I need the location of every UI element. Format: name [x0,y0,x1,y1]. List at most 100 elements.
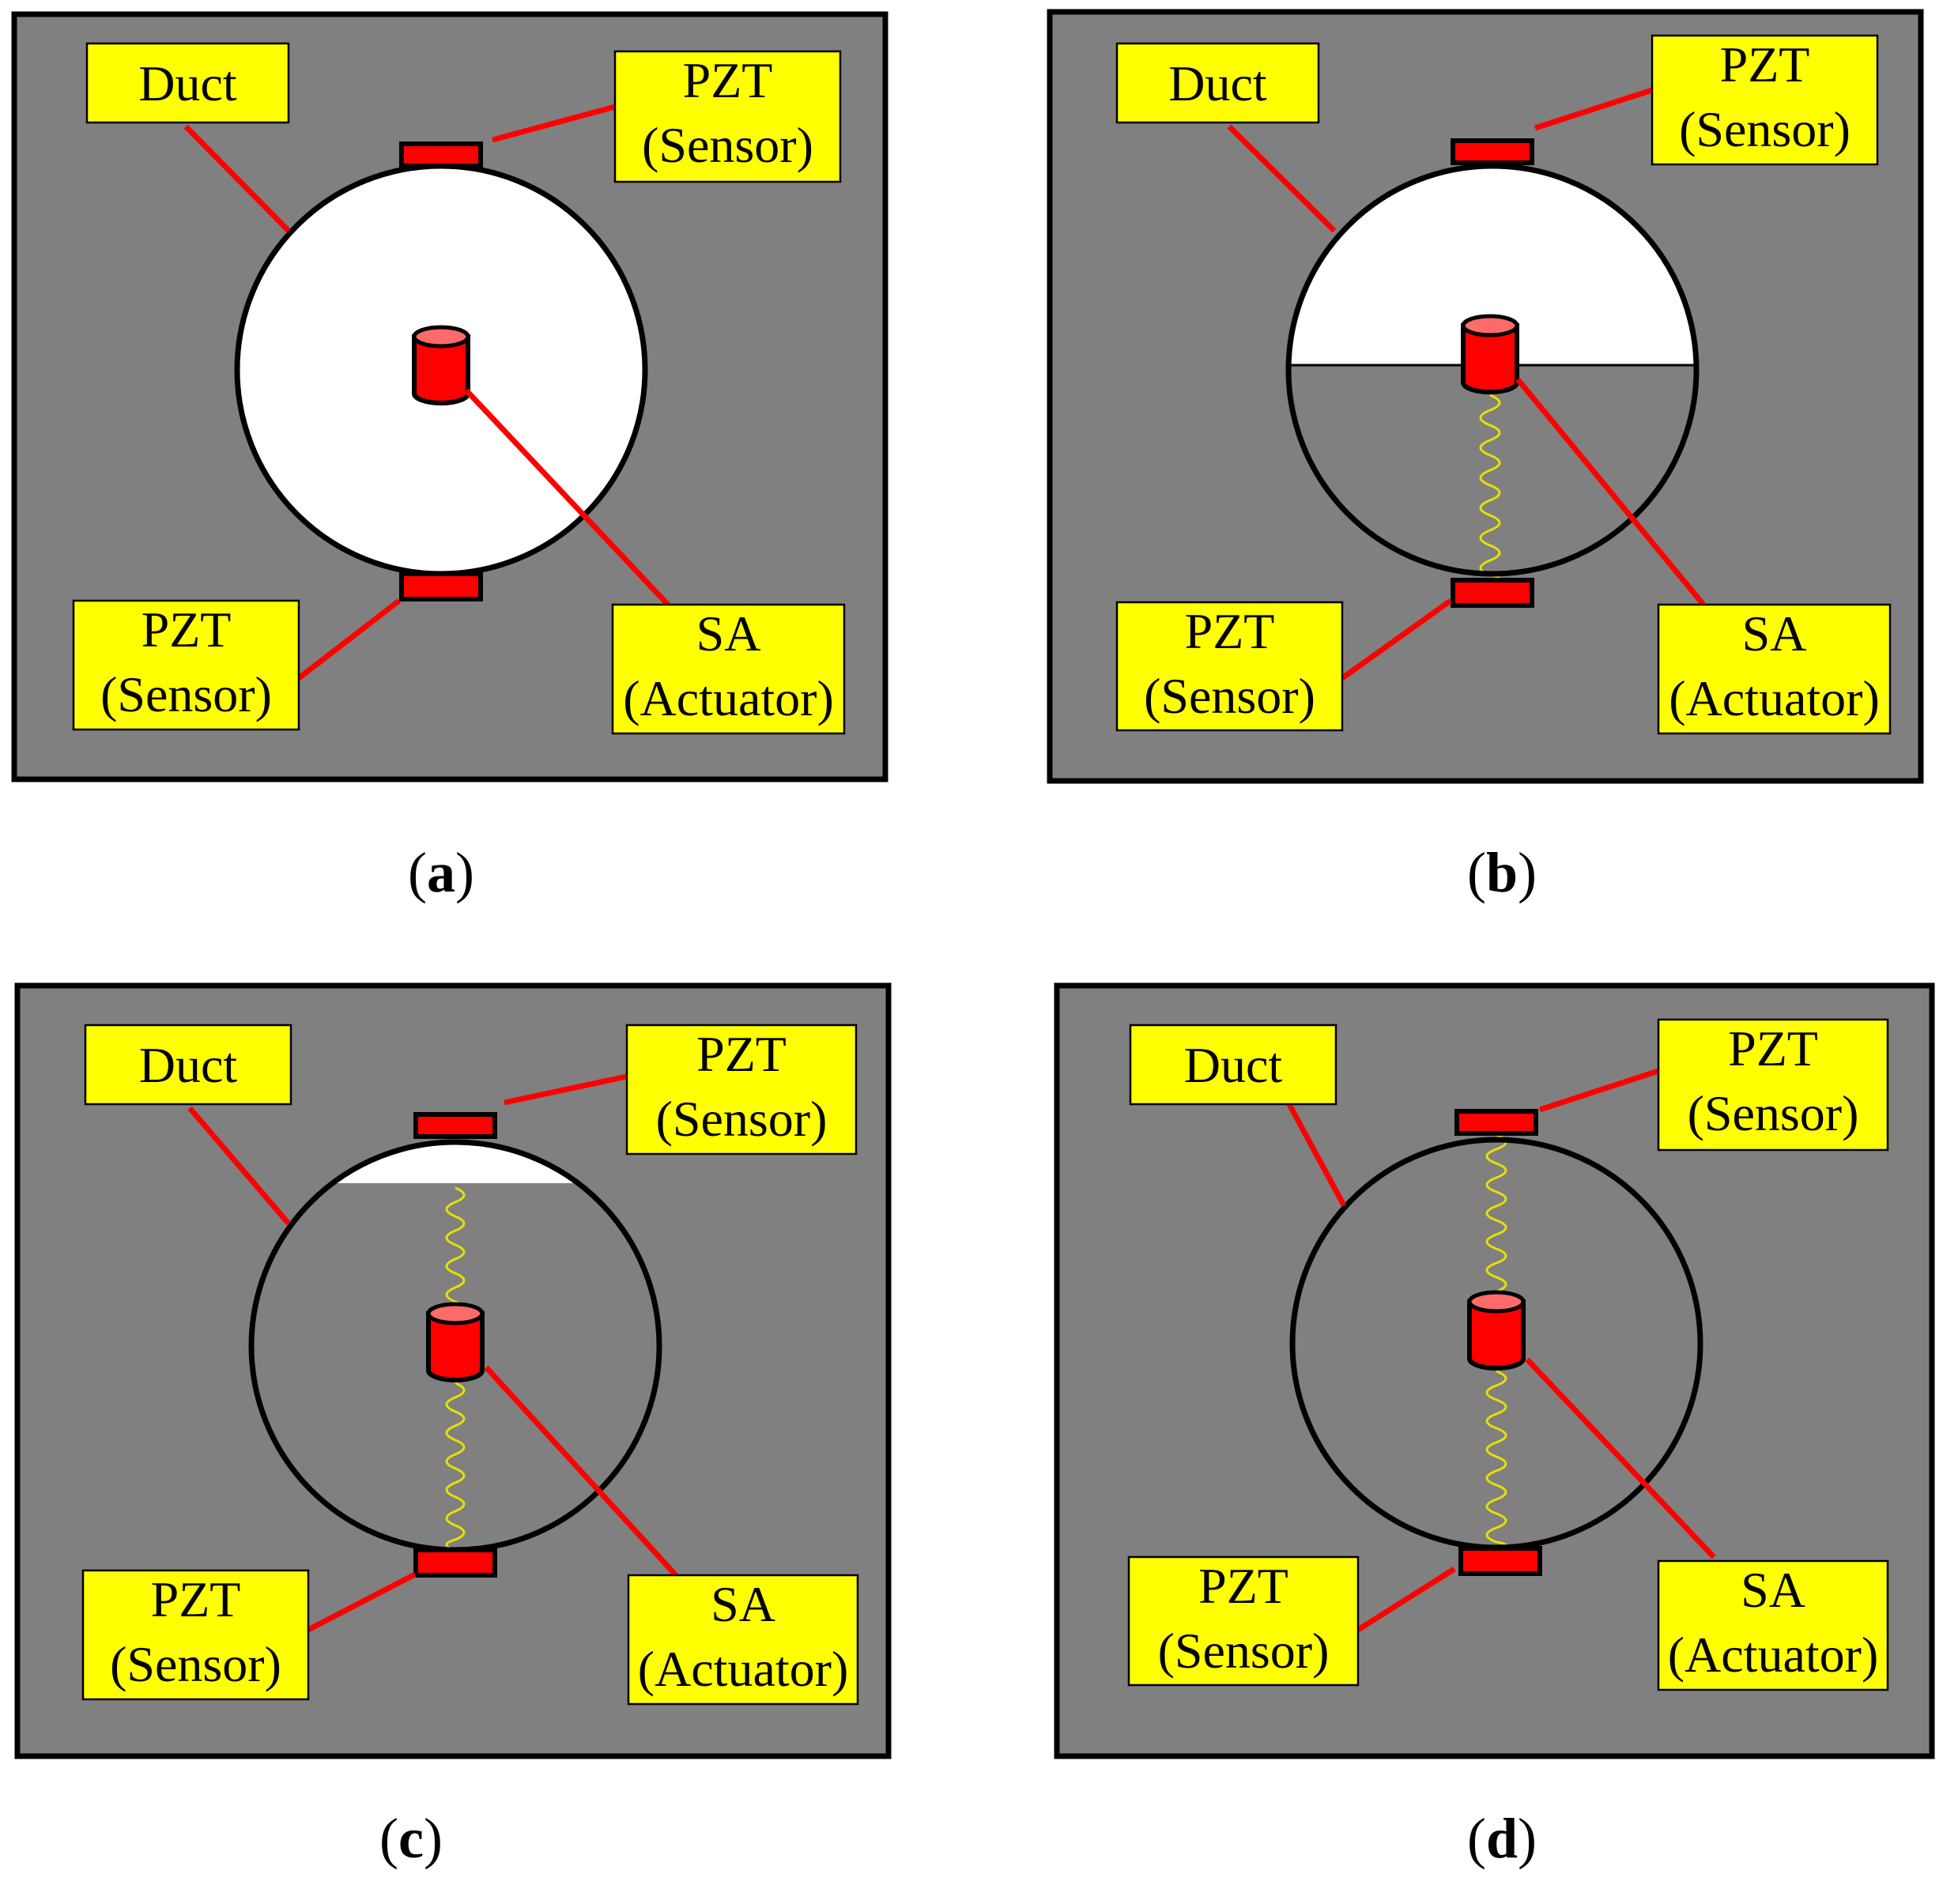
sa-actuator [1461,314,1519,394]
label-pzt-bottom: PZT (Sensor) [1127,1555,1456,1687]
label-pzt-bottom: PZT(Sensor) [81,1569,417,1701]
stress-wave-down [1485,1370,1507,1550]
sa-actuator [412,325,470,405]
panel-caption: (c) [379,1807,443,1870]
label-pzt-bottom: PZT (Sensor) [72,598,402,731]
caption-close-paren: ) [424,1807,443,1870]
label-pzt-top-text-2: (Sensor) [656,1091,828,1147]
caption-letter: a [427,841,455,904]
label-duct-leader [183,124,291,233]
label-duct-box [84,1024,292,1106]
label-pzt-bottom-leader [1340,598,1453,681]
sa-top [1461,314,1519,337]
pzt-top-patch [399,141,483,168]
label-duct-leader [1227,124,1337,233]
label-pzt-bottom-box [1127,1555,1360,1687]
label-sa-box [611,603,846,735]
label-pzt-bottom-leader [296,598,402,681]
label-pzt-top-text-1: PZT [1728,1020,1818,1076]
label-sa: SA(Actuator) [464,388,846,735]
label-duct: Duct [85,42,291,233]
label-pzt-top: PZT (Sensor) [1534,34,1879,166]
label-pzt-bottom-leader [307,1571,417,1633]
pzt-top-patch [1451,138,1534,165]
panel-caption: (a) [408,841,474,904]
label-pzt-top: PZT (Sensor) [504,1024,858,1156]
sa-body [1461,323,1519,394]
label-pzt-top-text-1: PZT [683,52,773,108]
sa-top [412,325,470,349]
label-duct-text: Duct [1184,1037,1283,1093]
label-sa-leader [1515,377,1706,607]
sa-top [426,1302,485,1325]
sa-top [1467,1290,1526,1314]
label-duct-text: Duct [138,55,237,111]
label-pzt-top-text-1: PZT [1720,36,1810,92]
label-duct: Duct [1129,1024,1347,1207]
label-sa: SA (Actuator) [1515,377,1892,735]
sa-body [1467,1299,1526,1371]
label-pzt-bottom-leader [1356,1567,1456,1632]
label-duct-text: Duct [139,1037,238,1093]
label-pzt-top: PZT (Sensor) [1538,1018,1889,1152]
label-pzt-bottom-text-1: PZT [1198,1558,1288,1614]
pzt-bottom-patch [1458,1546,1542,1576]
sa-actuator [1467,1290,1526,1371]
label-pzt-bottom-text-1: PZT [141,601,232,658]
caption-letter: b [1486,841,1518,904]
label-pzt-top-box [613,50,842,183]
caption-close-paren: ) [1518,841,1537,904]
label-sa-leader [464,388,670,607]
label-pzt-top: PZT (Sensor) [492,50,842,183]
label-duct-box [1115,42,1320,124]
label-pzt-bottom-box [81,1569,310,1701]
caption-open-paren: ( [379,1807,398,1870]
label-pzt-top-box [1657,1018,1889,1152]
label-sa-box [1657,603,1892,735]
label-pzt-top-text-1: PZT [696,1026,787,1082]
label-sa: SA(Actuator) [1525,1357,1889,1691]
label-sa-text-1: SA [1742,605,1807,662]
label-pzt-top-text-2: (Sensor) [1679,101,1851,157]
caption-close-paren: ) [455,841,474,904]
pzt-bottom-patch [413,1548,497,1578]
label-pzt-top-box [625,1024,858,1156]
label-pzt-bottom-text-2: (Sensor) [100,666,272,722]
label-sa-text-2: (Actuator) [1669,670,1880,726]
pzt-top-patch [1454,1109,1538,1136]
label-pzt-top-leader [492,104,616,143]
caption-open-paren: ( [408,841,427,904]
sa-actuator [426,1302,485,1382]
label-sa-text-2: (Actuator) [623,670,834,726]
label-pzt-bottom-text-2: (Sensor) [1158,1623,1330,1679]
label-pzt-top-text-2: (Sensor) [1688,1085,1859,1141]
stress-wave-up [445,1186,466,1314]
label-pzt-bottom-box [72,599,300,731]
label-pzt-bottom-box [1115,601,1344,732]
duct-outline [1285,163,1700,577]
caption-letter: c [398,1807,424,1870]
label-sa-leader [484,1365,678,1578]
label-pzt-top-text-2: (Sensor) [642,117,813,173]
caption-open-paren: ( [1467,841,1486,904]
label-sa-text-2: (Actuator) [638,1641,849,1697]
label-pzt-top-box [1651,34,1879,166]
pzt-top-patch [413,1112,497,1139]
label-pzt-bottom-text-2: (Sensor) [1144,668,1315,724]
stress-wave-down [445,1382,466,1551]
pzt-bottom-patch [1451,578,1534,608]
label-pzt-top-leader [1538,1068,1660,1113]
label-duct: Duct [84,1024,292,1226]
label-duct-leader [187,1106,291,1226]
label-pzt-top-leader [1534,87,1654,131]
label-pzt-bottom-text-1: PZT [1185,603,1275,659]
label-sa-leader [1525,1357,1716,1559]
label-sa-box [1657,1559,1889,1691]
pzt-bottom-patch [399,571,483,601]
label-pzt-bottom-text-2: (Sensor) [110,1636,281,1692]
caption-close-paren: ) [1518,1807,1537,1870]
